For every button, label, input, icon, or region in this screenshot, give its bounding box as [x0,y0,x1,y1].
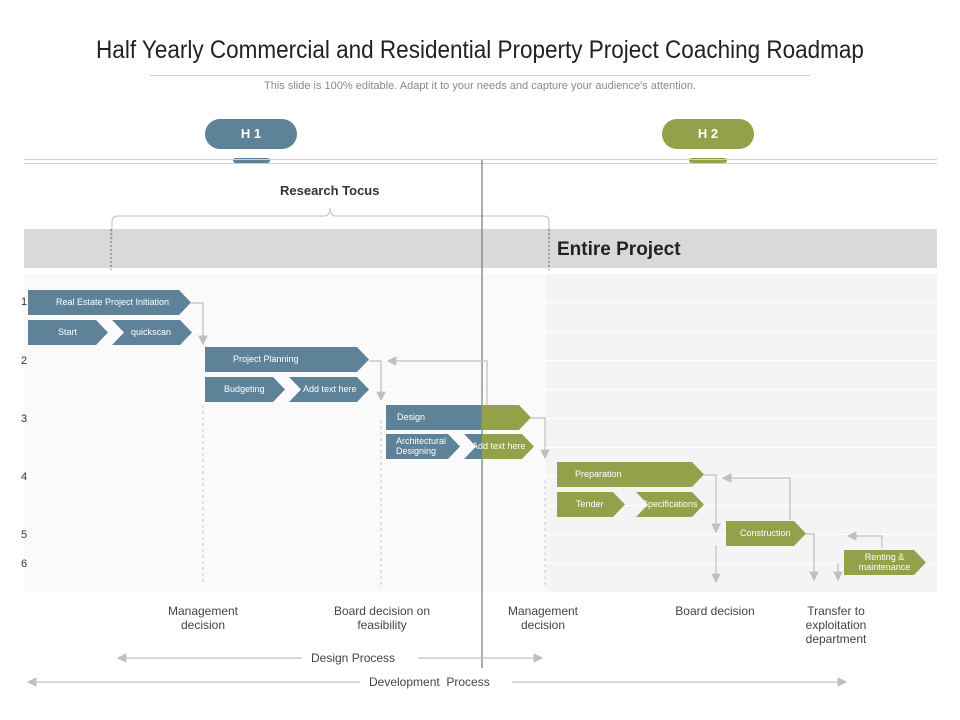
milestone-transfer-exploitation: Transfer to exploitation department [805,604,867,646]
title-divider [150,75,810,76]
arrow-renting-back [846,531,883,548]
half-h2-pill: H 2 [662,119,754,149]
milestone-board-decision: Board decision [675,604,755,618]
entire-project-band [24,229,937,268]
timeline-rule-top [24,159,937,160]
arrow-construction-back [721,473,791,520]
research-brace [111,207,550,240]
row-number: 6 [21,558,28,570]
task-tender: Tender [557,492,625,517]
timeline-rule-bottom [24,163,937,164]
row-separator [24,534,937,535]
entire-project-label: Entire Project [557,239,681,260]
row-separator [24,389,937,390]
page-subtitle: This slide is 100% editable. Adapt it to… [264,80,696,92]
development-process-label: Development Process [363,675,496,689]
row-separator [24,563,937,564]
row-separator [24,302,937,303]
arrow-design [531,417,550,460]
task-real-estate-initiation: Real Estate Project Initiation [28,290,191,315]
row-number: 1 [21,296,28,308]
row-number: 5 [21,529,28,541]
row-number: 2 [21,355,28,367]
row-separator [24,331,937,332]
milestone-management-decision-1: Management decision [167,604,239,632]
task-renting-maintenance: Renting & maintenance [844,550,926,575]
row-number: 3 [21,413,28,425]
row-separator [24,476,937,477]
task-design: Design [397,411,426,422]
arrow-planning-back [386,356,488,418]
task-construction: Construction [726,521,806,546]
task-budgeting: Budgeting [205,377,285,402]
research-focus-label: Research Tocus [280,183,380,198]
half-h2-tab [689,158,727,163]
milestone-management-decision-2: Management decision [507,604,579,632]
task-add-text-1: Add text here [289,377,369,402]
arrow-initiation [191,302,208,346]
half-h1-pill: H 1 [205,119,297,149]
task-preparation: Preparation [557,462,704,487]
task-project-planning: Project Planning [205,347,369,372]
arrow-planning-down [369,360,386,402]
arrow-construction [805,533,819,582]
row-separator [24,505,937,506]
row-number: 4 [21,471,28,483]
design-process-label: Design Process [305,651,402,665]
milestone-board-feasibility: Board decision on feasibility [333,604,431,632]
task-design-bar [386,405,531,430]
task-start: Start [28,320,108,345]
task-quickscan: quickscan [112,320,192,345]
task-architectural-designing: Architectural Designing [386,434,460,459]
half-h1-tab [233,158,270,163]
arrow-preparation [704,474,721,534]
task-add-text-2: Add text here [472,440,526,451]
page-title: Half Yearly Commercial and Residential P… [96,36,864,64]
